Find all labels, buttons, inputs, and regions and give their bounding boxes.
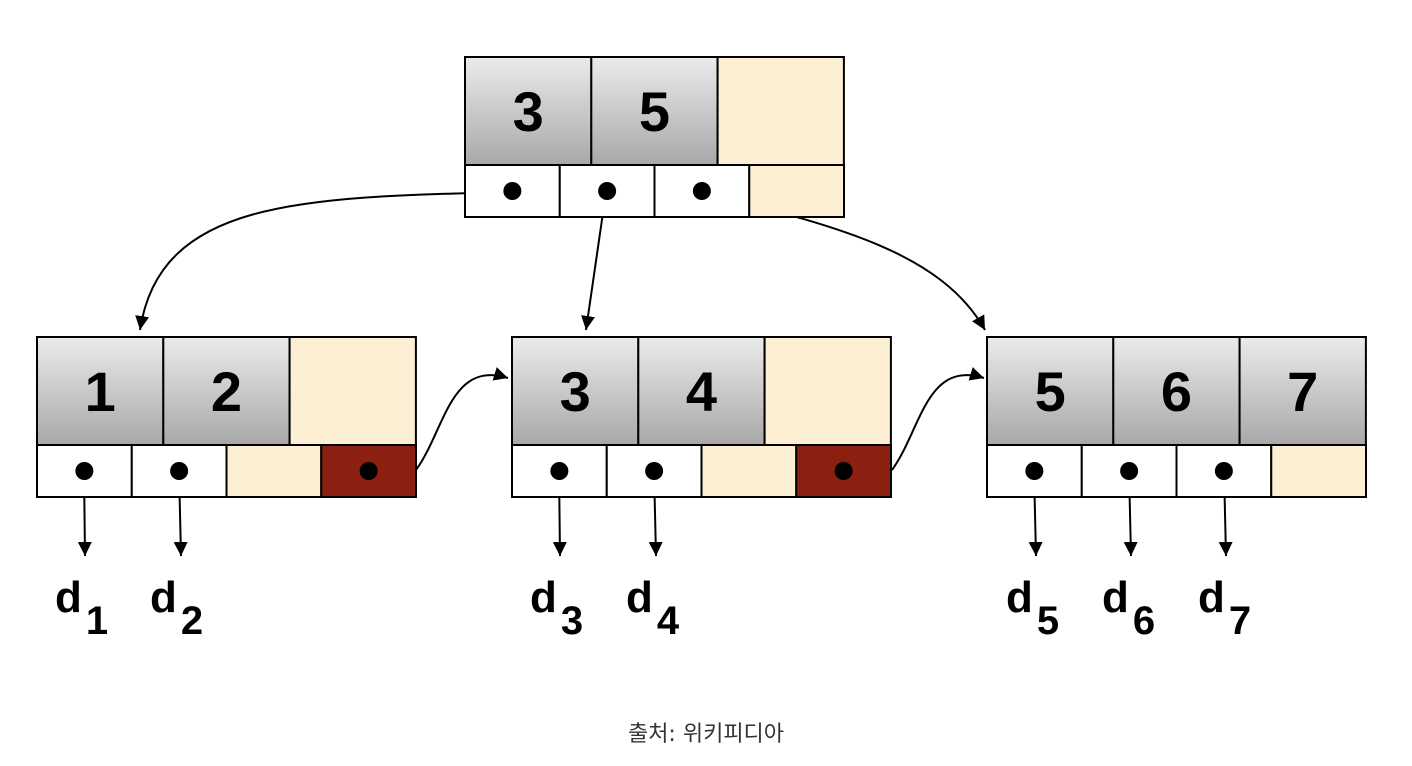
pointer-dot bbox=[503, 182, 522, 200]
sibling-link-leaf-1-to-leaf-2 bbox=[415, 367, 509, 471]
key-cell bbox=[590, 56, 719, 166]
key-value: 3 bbox=[560, 360, 591, 423]
data-label-base: d bbox=[530, 573, 557, 622]
key-cell bbox=[464, 56, 593, 166]
data-label-subscript: 4 bbox=[657, 599, 680, 643]
key-value: 4 bbox=[686, 360, 717, 423]
pointer-dot bbox=[645, 462, 664, 480]
key-value: 5 bbox=[639, 80, 670, 143]
data-label-base: d bbox=[626, 573, 653, 622]
empty-key-cell bbox=[288, 336, 417, 446]
pointer-dot bbox=[692, 182, 711, 200]
sibling-link-leaf-2-to-leaf-3 bbox=[891, 367, 985, 471]
key-cell bbox=[637, 336, 766, 446]
pointer-dot bbox=[75, 462, 94, 480]
pointer-dot bbox=[359, 462, 378, 480]
data-label-base: d bbox=[1006, 573, 1033, 622]
empty-pointer-cell bbox=[1270, 444, 1367, 498]
pointer-dot bbox=[834, 462, 853, 480]
key-cell bbox=[511, 336, 640, 446]
data-label-base: d bbox=[1198, 573, 1225, 622]
empty-pointer-cell bbox=[700, 444, 798, 498]
data-label-subscript: 5 bbox=[1037, 599, 1059, 643]
data-label-subscript: 2 bbox=[181, 599, 203, 643]
key-value: 2 bbox=[211, 360, 242, 423]
pointer-dot bbox=[170, 462, 189, 480]
key-value: 5 bbox=[1035, 360, 1066, 423]
pointer-dot bbox=[550, 462, 569, 480]
empty-pointer-cell bbox=[225, 444, 323, 498]
key-cell bbox=[986, 336, 1115, 446]
data-label-base: d bbox=[55, 573, 82, 622]
key-value: 6 bbox=[1161, 360, 1192, 423]
key-cell bbox=[162, 336, 291, 446]
key-cell bbox=[1112, 336, 1241, 446]
key-cell bbox=[1238, 336, 1367, 446]
data-label-subscript: 7 bbox=[1229, 599, 1251, 643]
pointer-dot bbox=[1025, 462, 1044, 480]
empty-pointer-cell bbox=[748, 164, 845, 218]
sibling-pointer-cell bbox=[795, 444, 892, 498]
data-label-subscript: 6 bbox=[1133, 599, 1155, 643]
pointer-cell bbox=[464, 164, 561, 218]
pointer-dot bbox=[1214, 462, 1233, 480]
empty-key-cell bbox=[763, 336, 892, 446]
key-value: 1 bbox=[85, 360, 116, 423]
empty-key-cell bbox=[716, 56, 845, 166]
data-label-subscript: 1 bbox=[86, 599, 108, 643]
edge-root-to-leaf-1 bbox=[135, 191, 513, 331]
pointer-dot bbox=[598, 182, 617, 200]
data-label-subscript: 3 bbox=[561, 599, 583, 643]
pointer-dot bbox=[1120, 462, 1139, 480]
leaf-node-3: 5 6 7 bbox=[986, 336, 1367, 498]
key-value: 3 bbox=[513, 80, 544, 143]
data-label-base: d bbox=[150, 573, 177, 622]
key-value: 7 bbox=[1287, 360, 1318, 423]
data-label-base: d bbox=[1102, 573, 1129, 622]
source-caption: 출처: 위키피디아 bbox=[627, 722, 785, 747]
